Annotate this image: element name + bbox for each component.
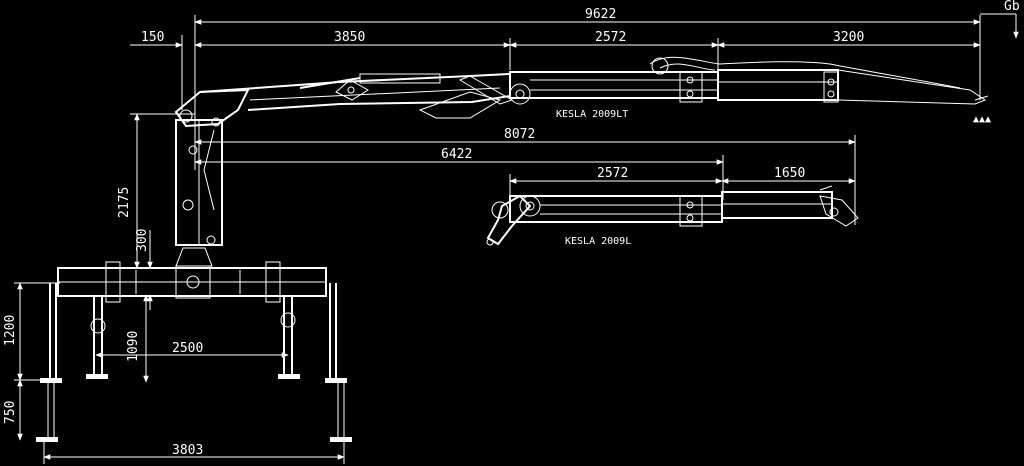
dim-outer-width: 3803 bbox=[172, 443, 203, 458]
dim-extension-2: 3200 bbox=[833, 30, 864, 45]
load-marker-label: Gb bbox=[1004, 0, 1020, 14]
dim-reach-l: 6422 bbox=[441, 147, 472, 162]
dim-extension-1: 2572 bbox=[595, 30, 626, 45]
dim-inner-legs: 1200 bbox=[3, 315, 18, 346]
dim-reach-lt: 8072 bbox=[504, 127, 535, 142]
dim-frame-height: 1090 bbox=[126, 331, 141, 362]
dim-extension-l: 2572 bbox=[597, 166, 628, 181]
tip-mark: ▲▲▲ bbox=[973, 114, 991, 125]
base-frame bbox=[57, 261, 327, 303]
boom-2009lt: ▲▲▲ bbox=[174, 56, 991, 128]
dimension-labels: 9622 150 3850 2572 3200 8072 6422 2572 1… bbox=[3, 0, 1020, 458]
dim-tip-l: 1650 bbox=[774, 166, 805, 181]
dim-column-height: 2175 bbox=[117, 187, 132, 218]
dim-main-boom: 3850 bbox=[334, 30, 365, 45]
dim-inner-width: 2500 bbox=[172, 341, 203, 356]
dim-total-reach: 9622 bbox=[585, 7, 616, 22]
dim-base-offset: 300 bbox=[135, 229, 150, 252]
dim-offset: 150 bbox=[141, 30, 164, 45]
boom-2009l bbox=[486, 185, 859, 246]
crane-column bbox=[175, 119, 223, 267]
stabilizer-legs bbox=[36, 283, 352, 442]
dimension-lines bbox=[14, 13, 1019, 464]
dim-leg-extension: 750 bbox=[3, 401, 18, 424]
model-label-lt: KESLA 2009LT bbox=[556, 109, 628, 120]
model-label-l: KESLA 2009L bbox=[565, 236, 631, 247]
